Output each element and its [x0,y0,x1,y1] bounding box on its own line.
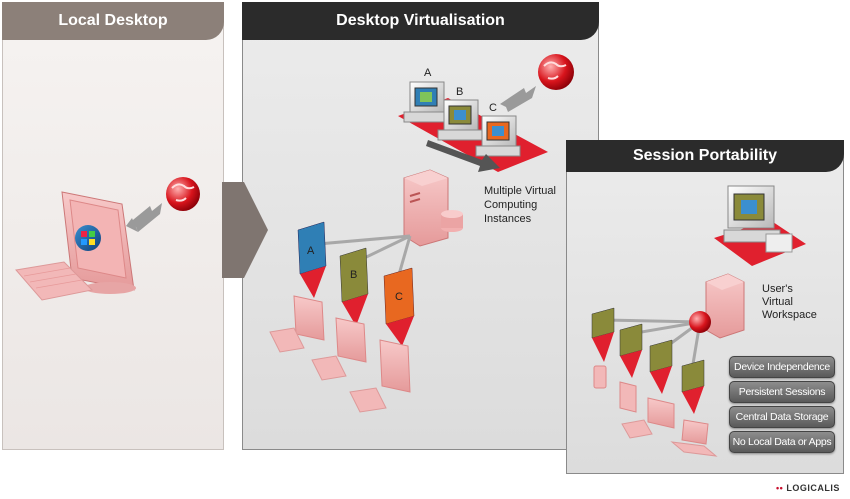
flag-a-icon [297,221,327,298]
client-devices-icon [593,365,718,457]
virtual-internet-globe-icon [538,54,574,90]
session-server-callout: User's Virtual Workspace [762,283,817,321]
feature-central-data-storage: Central Data Storage [729,406,835,428]
session-server-icon [705,273,745,339]
virtual-server-icon [403,169,463,247]
terminal-b-icon [311,317,367,381]
flag-label-b: B [350,269,357,281]
feature-persistent-sessions: Persistent Sessions [729,381,835,403]
virtual-server-callout-line-2: Computing [484,199,537,211]
virtual-server-callout-line-3: Instances [484,213,532,225]
session-server-callout-line-3: Workspace [762,309,817,321]
logicalis-logo: •• LOGICALIS [776,483,840,493]
user-workstation-icon [723,185,793,253]
flag-b-icon [339,247,369,326]
internet-globe-icon [166,177,200,211]
logo-mark-icon: •• [776,483,784,493]
local-desktop-title: Local Desktop [2,2,224,40]
virtual-instance-b-icon [437,99,483,141]
virtual-instance-a-icon [403,81,449,123]
flag-c-icon [383,267,415,346]
session-server-callout-line-2: Virtual [762,296,793,308]
local-desktop-panel: Local Desktop [2,2,224,450]
virtual-server-callout-line-1: Multiple Virtual [484,185,556,197]
session-portability-panel: Session Portability [566,140,844,474]
flag-label-c: C [395,291,403,303]
desktop-virtualisation-title: Desktop Virtualisation [242,2,599,40]
local-sync-arrow-icon [126,203,162,232]
terminal-a-icon [269,295,325,353]
instance-label-b: B [456,86,463,98]
session-server-callout-line-1: User's [762,283,793,295]
local-pc-icon [15,191,136,301]
terminal-c-icon [349,339,411,413]
instance-label-c: C [489,102,497,114]
flag-label-a: A [307,245,315,257]
virtual-server-callout: Multiple Virtual Computing Instances [484,185,559,225]
transfer-arrow-icon [426,140,500,172]
session-globe-icon [689,311,711,333]
device-flags-icon [591,307,705,414]
virtual-sync-arrow-icon [500,86,536,112]
feature-device-independence: Device Independence [729,356,835,378]
feature-no-local-data-or-apps: No Local Data or Apps [729,431,835,453]
transition-arrow-icon [222,182,268,278]
session-portability-title: Session Portability [566,140,844,172]
instance-label-a: A [424,67,432,79]
virtual-instance-c-icon [475,115,521,157]
logo-text: LOGICALIS [786,483,840,493]
